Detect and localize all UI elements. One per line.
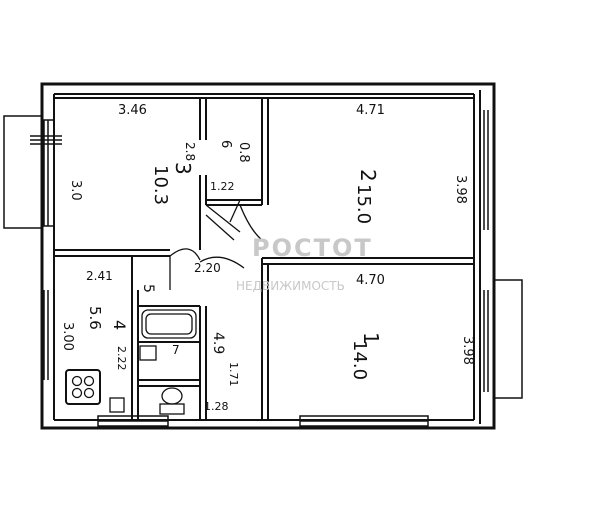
room-1-number: 1 bbox=[359, 332, 383, 345]
room-2-area: 15.0 bbox=[353, 184, 374, 224]
kitchen-width: 2.41 bbox=[86, 269, 113, 283]
room-3-side: 2.8 bbox=[183, 142, 197, 161]
stove bbox=[65, 369, 101, 405]
sink bbox=[139, 345, 157, 361]
room-labels: 3.46 4.71 4.70 2 15.0 3.98 3 10.3 3.0 2.… bbox=[60, 103, 475, 413]
hall-side: 1.71 bbox=[227, 362, 240, 387]
kitchen-depth: 3.00 bbox=[60, 322, 75, 351]
bath-side: 1.28 bbox=[204, 400, 229, 413]
watermark-subtitle: НЕДВИЖИМОСТЬ bbox=[236, 279, 345, 293]
hall-door: 2.20 bbox=[194, 261, 221, 275]
kitchen-number: 4 bbox=[110, 320, 129, 330]
room-3-number: 3 bbox=[171, 162, 195, 175]
kitchen-side: 2.22 bbox=[115, 346, 128, 371]
fixtures bbox=[65, 309, 197, 415]
watermark: РОСТОТ НЕДВИЖИМОСТЬ bbox=[236, 234, 373, 293]
room-3-width: 3.46 bbox=[118, 103, 147, 118]
room-1-width: 4.70 bbox=[356, 273, 385, 288]
watermark-title: РОСТОТ bbox=[252, 234, 373, 262]
bathtub bbox=[141, 309, 197, 339]
kitchen-area: 5.6 bbox=[86, 306, 104, 330]
toilet bbox=[161, 387, 183, 405]
room-1-depth: 3.98 bbox=[460, 336, 475, 365]
room-3-area: 10.3 bbox=[150, 165, 171, 205]
room-1-area: 14.0 bbox=[349, 340, 370, 380]
walls bbox=[40, 82, 496, 430]
closet-area: 0.8 bbox=[236, 142, 251, 163]
doors bbox=[169, 199, 263, 290]
room-2-depth: 3.98 bbox=[453, 175, 468, 204]
closet-side: 1.22 bbox=[210, 180, 235, 193]
bath-number: 7 bbox=[172, 343, 180, 357]
closet-number: 6 bbox=[218, 140, 233, 148]
windows bbox=[3, 110, 523, 427]
hall-area: 4.9 bbox=[210, 332, 226, 354]
room-2-width: 4.71 bbox=[356, 103, 385, 118]
room-3-depth: 3.0 bbox=[68, 180, 83, 201]
room-2-number: 2 bbox=[356, 169, 380, 182]
hall-number: 5 bbox=[140, 284, 156, 293]
